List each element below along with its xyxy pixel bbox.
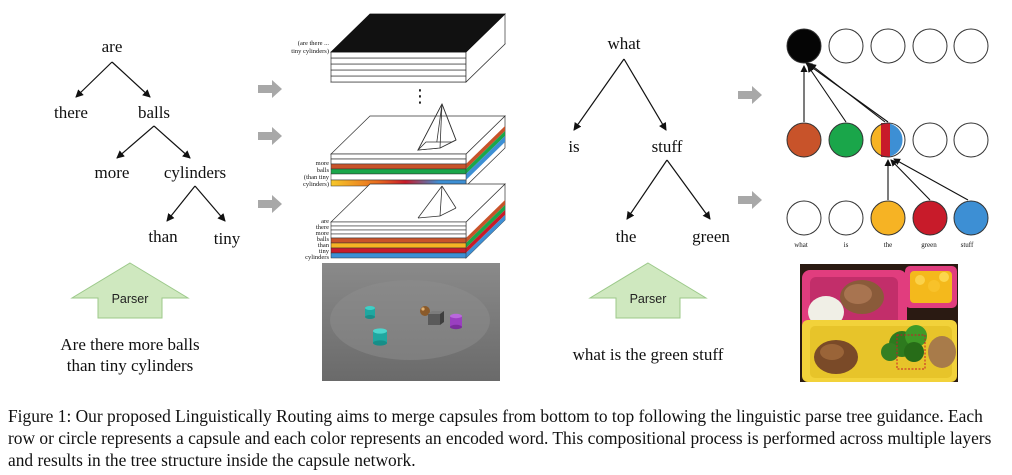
stack-mid-label-4: cylinders) [303, 181, 329, 188]
right-parse-tree: what is stuff the green [568, 34, 730, 246]
capsule-circles-middle-row [786, 122, 989, 158]
left-sentence-line-1: Are there more balls [60, 335, 200, 354]
parser-label-right: Parser [630, 292, 667, 306]
tree-word-green: green [692, 227, 730, 246]
clevr-scene-image [322, 263, 500, 381]
stack-bottom-label-3: more [316, 230, 329, 237]
circle-label-stuff: stuff [961, 241, 974, 249]
circle-label-what: what [794, 241, 808, 249]
capsule-circles-top-row [786, 28, 989, 64]
stack-top-label-1: (are there ... [298, 40, 330, 47]
tree-word-more: more [95, 163, 130, 182]
tree-word-balls: balls [138, 103, 170, 122]
circle-label-is: is [844, 241, 849, 249]
parser-label-left: Parser [112, 292, 149, 306]
stack-bottom-label-6: tiny [319, 248, 330, 255]
tree-word-what: what [607, 34, 640, 53]
tree-word-than: than [148, 227, 178, 246]
routing-arrows [800, 62, 969, 201]
tree-word-tiny: tiny [214, 229, 241, 248]
merged-capsule-circle [870, 122, 906, 158]
parser-arrow-right: Parser [588, 262, 708, 319]
stack-bottom-label-5: than [318, 242, 330, 249]
capsule-circles-bottom-row [786, 200, 989, 236]
circle-label-the: the [884, 241, 893, 249]
stack-bottom-label-1: are [321, 218, 329, 225]
stack-bottom-label-4: balls [317, 236, 330, 243]
purple-cylinder [450, 313, 462, 330]
tree-word-cylinders: cylinders [164, 163, 226, 182]
figure-caption: Figure 1: Our proposed Linguistically Ro… [8, 406, 992, 470]
tree-word-the: the [616, 227, 637, 246]
gray-arrows-right [738, 86, 762, 209]
right-input-sentence: what is the green stuff [572, 345, 724, 364]
tree-word-are: are [102, 37, 123, 56]
tree-word-is: is [568, 137, 579, 156]
lunchbox-photo [800, 264, 958, 382]
stack-bottom-label-7: cylinders [305, 254, 329, 261]
stack-bottom-label-2: there [316, 224, 329, 231]
stack-mid-label-1: more [316, 160, 329, 167]
parser-arrow-left: Parser [70, 262, 190, 319]
teal-cylinder-large [373, 328, 387, 346]
left-input-sentence: Are there more balls than tiny cylinders [40, 334, 220, 376]
teal-cylinder-small [365, 306, 375, 319]
gray-cube [428, 311, 444, 325]
capsule-stack-top: (are there ... tiny cylinders) [291, 13, 506, 83]
capsule-stack-bottom: are there more balls than tiny cylinders [305, 183, 506, 261]
stack-top-label-2: tiny cylinders) [291, 48, 329, 55]
circle-label-green: green [921, 241, 937, 249]
left-sentence-line-2: than tiny cylinders [66, 356, 194, 375]
stack-ellipsis: ⋮ [411, 86, 429, 107]
tree-word-stuff: stuff [652, 137, 683, 156]
circle-labels: what is the green stuff [794, 241, 974, 249]
capsule-stack-middle: more balls (than tiny cylinders) [303, 103, 506, 188]
left-parse-tree: are there balls more cylinders than tiny [54, 37, 241, 248]
tree-word-there: there [54, 103, 88, 122]
gray-arrows-left [258, 80, 282, 213]
stack-mid-label-2: balls [317, 167, 330, 174]
figure-diagram: are there balls more cylinders than tiny… [54, 13, 989, 382]
stack-mid-label-3: (than tiny [304, 174, 330, 181]
